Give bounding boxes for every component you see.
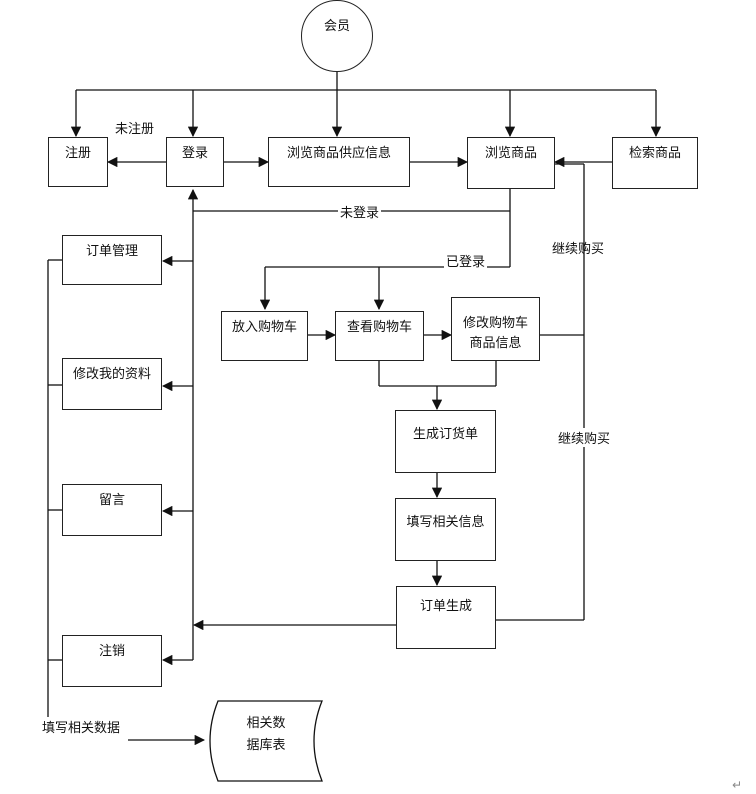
order-generated-label: 订单生成 xyxy=(419,599,472,614)
edit-profile-node: 修改我的资料 xyxy=(62,358,162,410)
add-to-cart-label: 放入购物车 xyxy=(231,320,297,335)
database-shape xyxy=(209,700,323,782)
label-unregistered: 未注册 xyxy=(115,122,155,137)
view-cart-label: 查看购物车 xyxy=(346,320,412,335)
order-management-node: 订单管理 xyxy=(62,235,162,285)
message-node: 留言 xyxy=(62,484,162,536)
edit-cart-label-2: 商品信息 xyxy=(469,336,522,351)
register-node: 注册 xyxy=(48,137,108,187)
register-label: 注册 xyxy=(64,146,91,161)
label-logged-in: 已登录 xyxy=(444,251,488,270)
search-products-label: 检索商品 xyxy=(628,146,681,161)
browse-supply-label: 浏览商品供应信息 xyxy=(286,146,391,161)
member-label: 会员 xyxy=(323,19,350,34)
search-products-node: 检索商品 xyxy=(612,137,698,189)
generate-order-label: 生成订货单 xyxy=(412,427,478,442)
logout-node: 注销 xyxy=(62,635,162,687)
fill-info-node: 填写相关信息 xyxy=(395,498,496,561)
message-label: 留言 xyxy=(98,493,125,508)
paragraph-return-mark: ↵ xyxy=(731,778,742,792)
database-label: 相关数 据库表 xyxy=(226,713,306,757)
edit-profile-label: 修改我的资料 xyxy=(72,367,151,382)
login-node: 登录 xyxy=(166,137,224,187)
database-label-2: 据库表 xyxy=(246,738,286,753)
member-node: 会员 xyxy=(301,0,373,72)
browse-products-node: 浏览商品 xyxy=(467,137,555,189)
edit-cart-node: 修改购物车商品信息 xyxy=(451,297,540,361)
add-to-cart-node: 放入购物车 xyxy=(221,311,308,361)
label-not-logged-in: 未登录 xyxy=(338,202,382,221)
order-management-label: 订单管理 xyxy=(85,244,138,259)
browse-supply-node: 浏览商品供应信息 xyxy=(268,137,410,187)
browse-products-label: 浏览商品 xyxy=(484,146,537,161)
label-continue-shopping-1: 继续购买 xyxy=(552,242,605,257)
label-fill-related-data: 填写相关数据 xyxy=(40,717,123,736)
order-generated-node: 订单生成 xyxy=(396,586,496,649)
view-cart-node: 查看购物车 xyxy=(335,311,424,361)
login-label: 登录 xyxy=(181,146,208,161)
label-continue-shopping-2: 继续购买 xyxy=(556,428,613,447)
generate-order-node: 生成订货单 xyxy=(395,410,496,473)
logout-label: 注销 xyxy=(98,644,125,659)
fill-info-label: 填写相关信息 xyxy=(406,515,485,530)
edit-cart-label-1: 修改购物车 xyxy=(462,316,528,331)
database-label-1: 相关数 xyxy=(246,716,286,731)
